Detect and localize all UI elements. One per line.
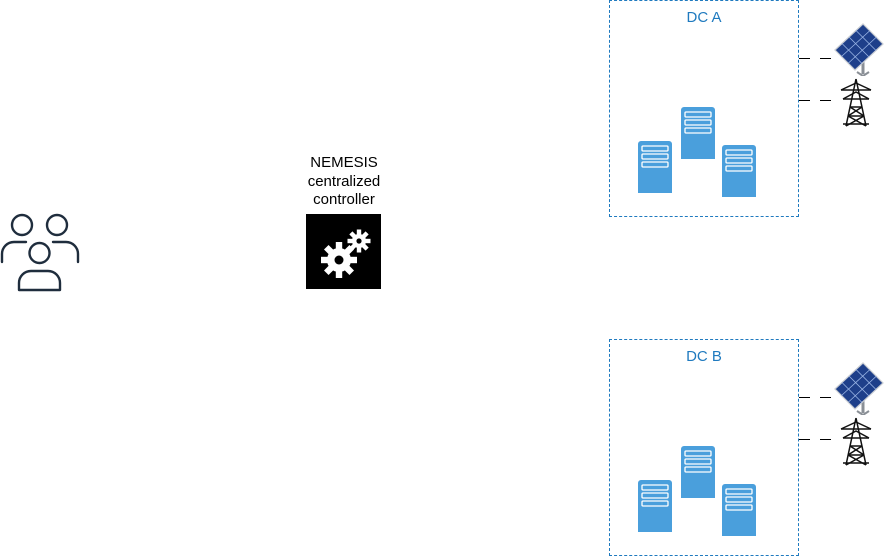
controller-node[interactable] <box>306 214 381 289</box>
datacenter-a[interactable]: DC A <box>609 0 799 217</box>
solar-panel-icon <box>834 23 884 76</box>
datacenter-b[interactable]: DC B <box>609 339 799 556</box>
users-group-icon <box>0 212 80 292</box>
power-pylon-icon <box>840 417 872 466</box>
controller-label-line: centralized <box>307 172 381 190</box>
gears-icon <box>321 229 371 278</box>
controller-label-line: NEMESIS <box>310 154 378 171</box>
solar-panel-icon <box>834 362 884 415</box>
server-icon <box>722 484 756 536</box>
connector-lines-a <box>799 58 835 101</box>
server-icon <box>638 141 672 193</box>
datacenter-title: DC A <box>686 9 722 26</box>
server-icon <box>722 145 756 197</box>
datacenter-title: DC B <box>686 348 722 365</box>
server-icon <box>681 107 715 159</box>
controller-label: NEMESIS centralized controller <box>290 154 398 210</box>
controller-label-line: controller <box>313 191 375 208</box>
server-icon <box>638 480 672 532</box>
connector-lines-b <box>799 397 835 440</box>
power-pylon-icon <box>840 78 872 127</box>
server-icon <box>681 446 715 498</box>
